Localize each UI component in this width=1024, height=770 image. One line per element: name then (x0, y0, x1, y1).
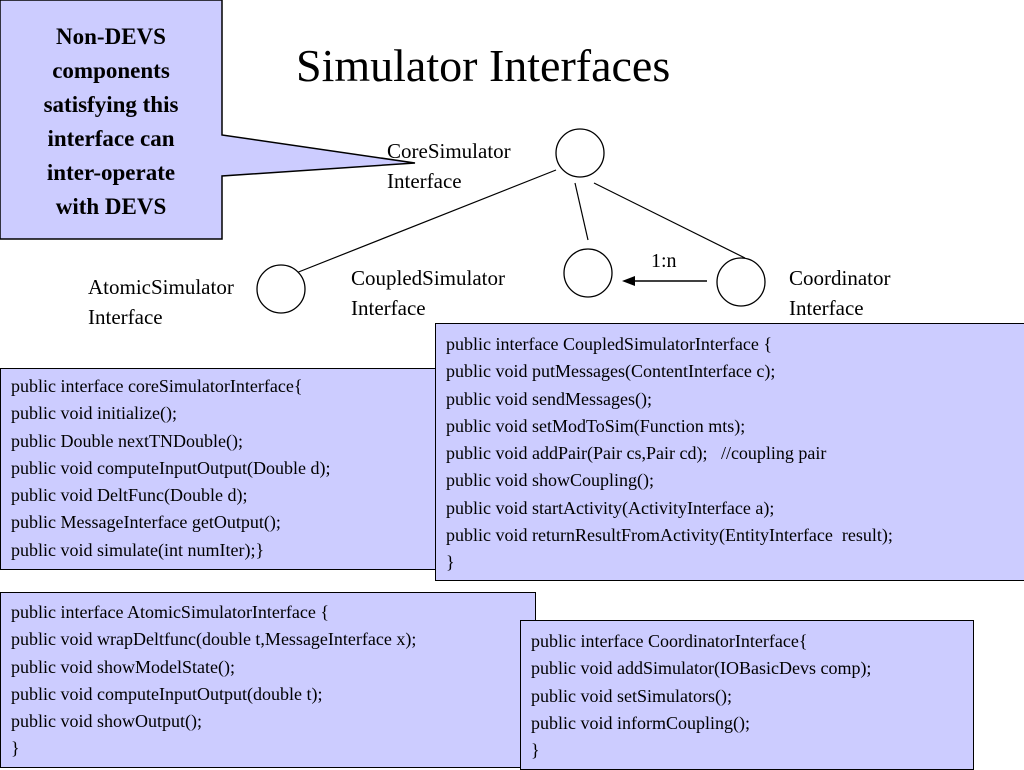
node-core-label: CoreSimulator Interface (387, 136, 511, 196)
code-line: } (11, 738, 20, 759)
code-line: public void addPair(Pair cs,Pair cd); //… (446, 443, 827, 464)
multiplicity-label: 1:n (651, 250, 677, 272)
callout-line: components (52, 58, 170, 83)
callout-line: with DEVS (55, 194, 167, 219)
code-line: public interface CoupledSimulatorInterfa… (446, 334, 773, 354)
code-line: public void simulate(int numIter);} (11, 539, 265, 560)
code-line: public interface CoordinatorInterface{ (531, 631, 808, 651)
node-atomic-label: AtomicSimulator Interface (88, 272, 234, 332)
code-line: public void setSimulators(); (531, 685, 732, 706)
code-line: public MessageInterface getOutput(); (11, 512, 281, 533)
node-core-circle (555, 128, 605, 178)
code-line: public void computeInputOutput(Double d)… (11, 457, 331, 478)
code-line: public void wrapDeltfunc(double t,Messag… (11, 629, 417, 650)
coordinator-interface-code-box: public interface CoordinatorInterface{ p… (520, 620, 974, 770)
code-line: public interface coreSimulatorInterface{ (11, 376, 303, 396)
callout-line: satisfying this (43, 92, 179, 117)
edge-core-coordinator (593, 182, 746, 259)
callout-line: inter-operate (46, 160, 176, 185)
code-line: public void showOutput(); (11, 711, 202, 732)
atomic-interface-code-box: public interface AtomicSimulatorInterfac… (0, 592, 536, 768)
node-coupled-circle (563, 248, 613, 298)
node-coordinator-circle (716, 257, 766, 307)
node-coordinator-label: Coordinator Interface (789, 263, 890, 323)
node-label-line: Interface (88, 305, 163, 329)
node-label-line: Interface (351, 296, 426, 320)
code-line: public void initialize(); (11, 403, 177, 424)
code-line: public void showCoupling(); (446, 470, 654, 491)
code-line: public void informCoupling(); (531, 712, 750, 733)
edge-core-atomic (295, 169, 557, 274)
node-label-line: CoupledSimulator (351, 266, 505, 290)
slide-title: Simulator Interfaces (296, 40, 671, 91)
callout-shape (0, 0, 416, 240)
edge-core-coupled (574, 182, 589, 241)
code-line: public void DeltFunc(Double d); (11, 485, 248, 506)
code-line: public void putMessages(ContentInterface… (446, 361, 776, 382)
callout-line: Non-DEVS (56, 24, 166, 49)
code-line: public void startActivity(ActivityInterf… (446, 497, 775, 518)
node-label-line: Interface (387, 169, 462, 193)
node-label-line: Coordinator (789, 266, 891, 290)
code-line: public interface AtomicSimulatorInterfac… (11, 602, 330, 622)
code-line: public void computeInputOutput(double t)… (11, 683, 323, 704)
node-atomic-circle (256, 264, 306, 314)
code-line: public void sendMessages(); (446, 388, 652, 409)
coupled-interface-code-box: public interface CoupledSimulatorInterfa… (435, 323, 1024, 581)
callout-line: interface can (47, 126, 175, 151)
code-line: public Double nextTNDouble(); (11, 430, 243, 451)
callout-text: Non-DEVS components satisfying this inte… (2, 20, 220, 224)
node-label-line: AtomicSimulator (88, 275, 234, 299)
code-line: } (446, 552, 455, 573)
arrowhead (622, 276, 635, 286)
core-interface-code-box: public interface coreSimulatorInterface{… (0, 368, 442, 570)
code-line: public void setModToSim(Function mts); (446, 415, 746, 436)
code-line: public void showModelState(); (11, 656, 235, 677)
node-label-line: CoreSimulator (387, 139, 511, 163)
code-line: } (531, 740, 540, 761)
code-line: public void addSimulator(IOBasicDevs com… (531, 658, 872, 679)
node-coupled-label: CoupledSimulator Interface (351, 263, 505, 323)
node-label-line: Interface (789, 296, 864, 320)
code-line: public void returnResultFromActivity(Ent… (446, 525, 893, 546)
